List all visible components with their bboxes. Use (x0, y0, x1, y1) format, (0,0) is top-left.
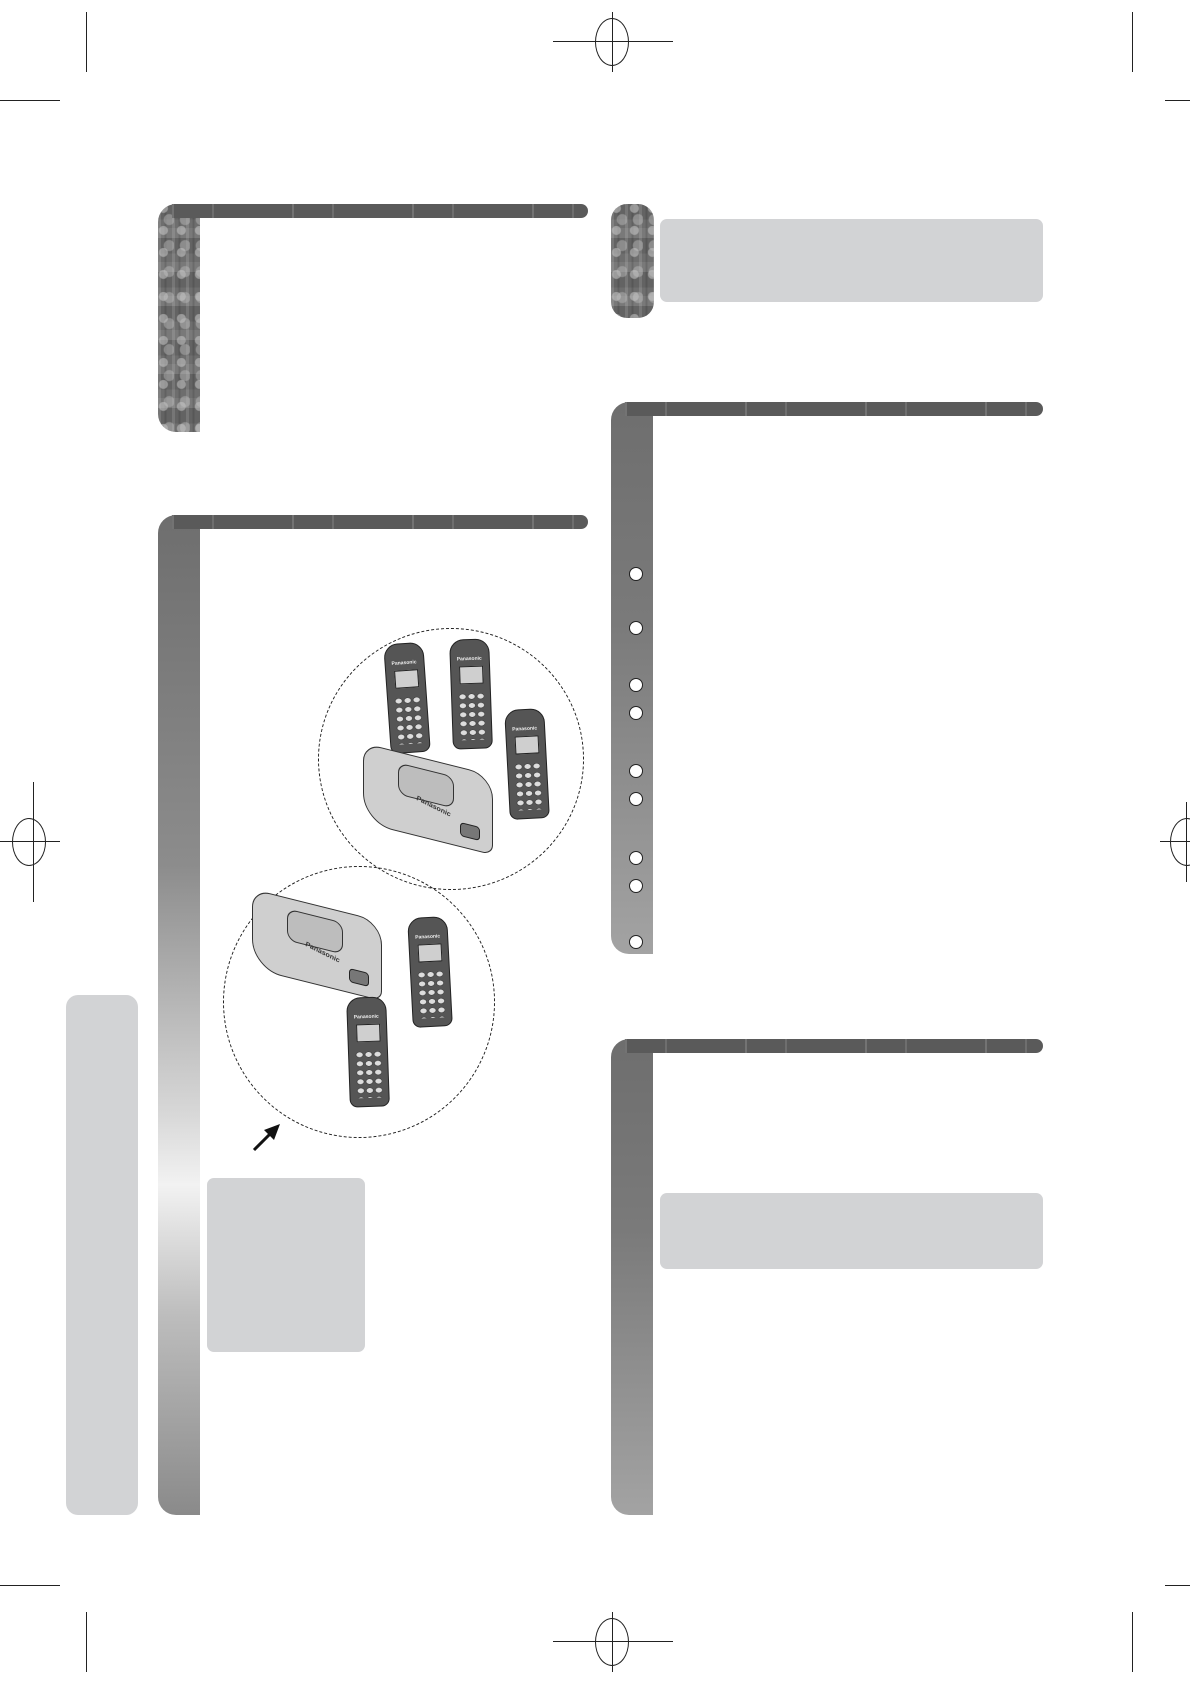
section-2-spine (158, 515, 200, 1515)
handset-icon: Panasonic (407, 916, 453, 1028)
note-box-section-4 (660, 1193, 1043, 1269)
section-1-header-bar (172, 204, 588, 218)
bullet-circle-1 (629, 567, 643, 581)
base-station-icon: Panasonic (363, 742, 493, 856)
bullet-circle-2 (629, 621, 643, 635)
side-tab (66, 995, 138, 1515)
registration-target-top (553, 12, 673, 72)
section-3-panel (611, 402, 1043, 954)
crop-mark-bottom-left (86, 1612, 87, 1672)
crop-mark-right-top (1165, 100, 1190, 101)
section-3-header-bar (625, 402, 1043, 416)
bullet-circle-4 (629, 706, 643, 720)
note-top-spine (611, 204, 654, 318)
arrow-up-right-icon (252, 1124, 280, 1152)
bullet-circle-5 (629, 764, 643, 778)
handset-icon: Panasonic (383, 641, 431, 755)
note-box-left (207, 1178, 365, 1352)
registration-target-right (1160, 782, 1190, 902)
section-1-spine (158, 204, 200, 432)
illustration-group-a: Panasonic Panasonic Panasonic Panasonic (318, 628, 584, 890)
bullet-circle-6 (629, 792, 643, 806)
crop-mark-left-bottom (0, 1585, 60, 1586)
section-4-panel (611, 1039, 1043, 1515)
handset-icon: Panasonic (346, 996, 390, 1108)
section-4-header-bar (625, 1039, 1043, 1053)
crop-mark-top-left (86, 12, 87, 72)
bullet-circle-9 (629, 935, 643, 949)
handset-icon: Panasonic (449, 638, 493, 750)
section-4-spine (611, 1039, 653, 1515)
section-1-panel (158, 204, 588, 432)
section-1-body (200, 218, 588, 432)
crop-mark-left-top (0, 100, 60, 101)
crop-mark-right-bottom (1165, 1585, 1190, 1586)
crop-mark-top-right (1132, 12, 1133, 72)
section-3-body (653, 416, 1043, 954)
bullet-circle-7 (629, 851, 643, 865)
bullet-circle-8 (629, 879, 643, 893)
section-2-header-bar (172, 515, 588, 529)
registration-target-left (0, 782, 60, 902)
section-4-body (653, 1053, 1043, 1515)
bullet-circle-3 (629, 678, 643, 692)
handset-icon: Panasonic (504, 708, 550, 820)
note-box-top-right (660, 219, 1043, 302)
illustration-group-b: Panasonic Panasonic Panasonic (223, 866, 495, 1138)
registration-target-bottom (553, 1612, 673, 1672)
crop-mark-bottom-right (1132, 1612, 1133, 1672)
base-station-icon: Panasonic (252, 888, 382, 1002)
